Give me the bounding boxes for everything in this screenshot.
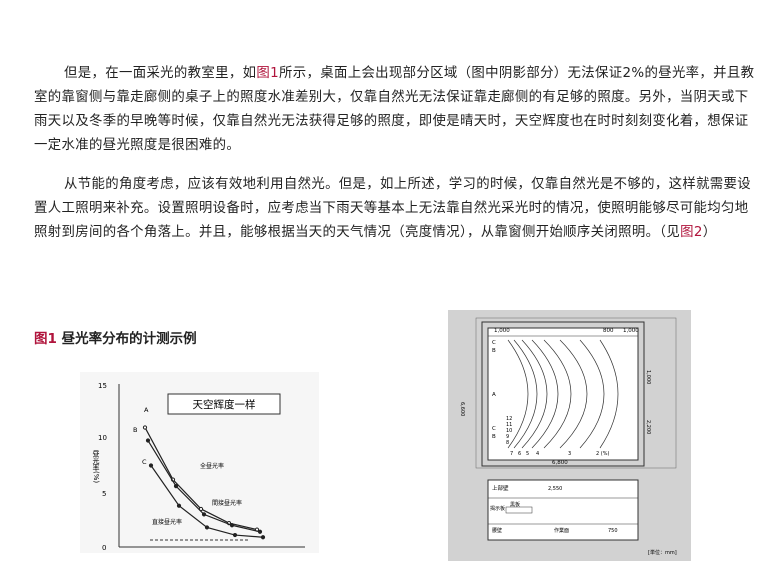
figure-1-svg: 15 10 5 0 昼光率(%) 天空辉度一样 A B C 全昼光率 間接昼光率… [92, 382, 305, 552]
y-tick-15: 15 [98, 382, 107, 390]
plan-outer-wall [481, 321, 645, 467]
series-point-1-0 [145, 438, 151, 443]
point-label-a: A [144, 406, 149, 414]
curve-label-7: 7 [510, 451, 513, 457]
plan-depth-dim: 6,600 [459, 402, 465, 416]
paragraph-1-text-a: 但是，在一面采光的教室里，如 [64, 66, 257, 81]
y-axis-label: 昼光率(%) [92, 450, 100, 483]
row-label-0: C [492, 340, 496, 346]
plan-dim-6: 2,200 [645, 420, 651, 434]
y-tick-10: 10 [98, 434, 107, 442]
figure-2-link[interactable]: 图2 [680, 225, 703, 240]
plan-dim-0: 1,000 [494, 328, 510, 334]
figure-1-number: 图1 [34, 331, 57, 347]
series-point-2-4 [260, 535, 266, 540]
curve-label-12: 12 [506, 416, 512, 422]
isolux-curve [543, 339, 572, 449]
y-tick-5: 5 [102, 490, 106, 498]
curve-label-9: 9 [506, 434, 509, 440]
paragraph-2: 从节能的角度考虑，应该有效地利用自然光。但是，如上所述，学习的时候，仅靠自然光是… [34, 173, 760, 245]
isolux-curve [579, 339, 605, 449]
plan-dim-2: 800 [603, 328, 614, 334]
section-blackboard: 黒板 [510, 501, 520, 508]
point-label-c: C [142, 458, 147, 466]
series-point-1-1 [173, 484, 179, 489]
isolux-curve [599, 339, 619, 449]
curve-label-8: 8 [506, 440, 509, 446]
section-dado: 腰壁 [492, 527, 502, 534]
row-label-2: A [492, 392, 496, 398]
isolux-curve [507, 339, 529, 449]
isolux-curve [513, 339, 538, 449]
row-label-1: B [492, 348, 496, 354]
series-point-2-2 [204, 525, 210, 530]
chart-title: 天空辉度一样 [193, 398, 256, 411]
plan-room [487, 327, 639, 461]
figure-1-link[interactable]: 图1 [256, 66, 279, 81]
series-point-0-0 [142, 425, 148, 430]
plan-dim-5: 1,000 [645, 370, 651, 384]
series-point-2-0 [148, 463, 154, 468]
figure-2-svg: 1,000 800 1,000 C B A C B 12 11 10 9 8 7… [459, 317, 677, 556]
paragraph-1: 但是，在一面采光的教室里，如图1所示，桌面上会出现部分区域（图中阴影部分）无法保… [34, 62, 760, 158]
series-point-1-3 [229, 523, 235, 528]
figure-2-drawing: 1,000 800 1,000 C B A C B 12 11 10 9 8 7… [448, 310, 691, 561]
figure-1-caption: 图1 昼光率分布的计测示例 [34, 327, 197, 347]
section-board: 揭示板 [490, 505, 505, 512]
curve-label-4: 4 [536, 451, 539, 457]
plan-isolux-curves [507, 339, 619, 449]
figure-1-chart: 15 10 5 0 昼光率(%) 天空辉度一样 A B C 全昼光率 間接昼光率… [80, 372, 319, 553]
curve-label-6: 6 [518, 451, 521, 457]
section-dim-2550: 2,550 [548, 486, 562, 492]
series-point-2-1 [176, 503, 182, 508]
curve-label-11: 11 [506, 422, 512, 428]
series-point-1-4 [257, 529, 263, 534]
series-group [142, 425, 266, 540]
paragraph-2-text: 从节能的角度考虑，应该有效地利用自然光。但是，如上所述，学习的时候，仅靠自然光是… [34, 177, 752, 240]
y-tick-0: 0 [102, 544, 106, 552]
plan-dim-3: 1,000 [623, 328, 639, 334]
figure-1-caption-text: 昼光率分布的计测示例 [61, 331, 197, 347]
isolux-curve [559, 339, 588, 449]
curve-label-2: 2 (%) [596, 451, 609, 457]
section-room [487, 479, 639, 541]
isolux-curve [531, 339, 559, 449]
row-label-4: B [492, 434, 496, 440]
series-point-1-2 [201, 512, 207, 517]
chart-title-box [167, 393, 281, 415]
plan-width-dim: 6,800 [552, 460, 568, 466]
series-label-0: 全昼光率 [200, 462, 224, 470]
blackboard [505, 506, 533, 514]
plan-frame [475, 317, 677, 469]
series-point-2-3 [232, 532, 238, 538]
paragraph-2-close: ） [702, 225, 717, 240]
section-dim-750: 750 [608, 528, 618, 534]
point-label-b: B [133, 426, 137, 434]
section-work: 作業面 [554, 527, 569, 534]
curve-label-3: 3 [568, 451, 571, 457]
row-label-3: C [492, 426, 496, 432]
curve-label-10: 10 [506, 428, 512, 434]
section-upper-wall: 上部壁 [492, 484, 509, 492]
paragraph-1-text-b: 所示，桌面上会出现部分区域（图中阴影部分）无法保证2%的昼光率，并且教室的靠窗侧… [34, 66, 755, 153]
series-line-0 [144, 427, 258, 531]
unit-note: [単位：mm] [648, 549, 677, 556]
series-label-1: 間接昼光率 [212, 499, 242, 507]
curve-label-5: 5 [526, 451, 529, 457]
series-label-2: 直接昼光率 [152, 518, 182, 526]
isolux-curve [521, 339, 548, 449]
